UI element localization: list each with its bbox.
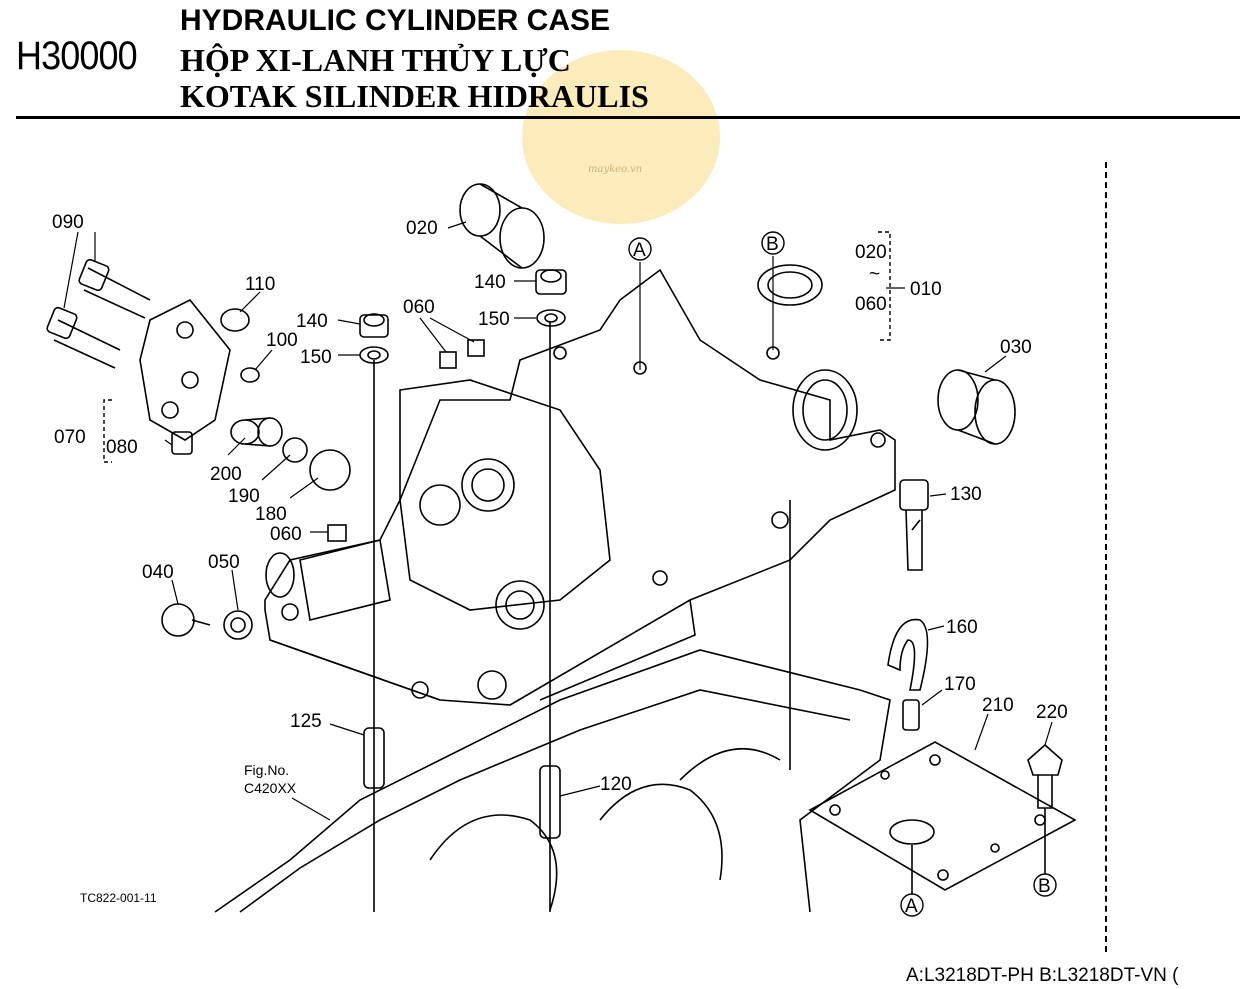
ref-mark-b: B (766, 234, 779, 255)
label-080: 080 (106, 437, 138, 458)
label-range-tilde: ~ (869, 264, 880, 285)
fig-ref-line2: C420XX (244, 780, 297, 796)
label-190: 190 (228, 486, 260, 507)
label-200: 200 (210, 464, 242, 485)
ref-mark-b2: B (1038, 876, 1051, 897)
fig-ref-line1: Fig.No. (244, 762, 289, 778)
title-vietnamese: HỘP XI-LANH THỦY LỰC (180, 42, 571, 78)
label-130: 130 (950, 484, 982, 505)
dashed-separator (1105, 162, 1107, 952)
label-150-left: 150 (300, 347, 332, 368)
label-220: 220 (1036, 702, 1068, 723)
title-indonesian: KOTAK SILINDER HIDRAULIS (180, 78, 649, 114)
part-group-code: H30000 (16, 34, 138, 78)
label-060-top: 060 (403, 297, 435, 318)
label-140-left: 140 (296, 311, 328, 332)
label-100: 100 (266, 330, 298, 351)
watermark-text: maykeo.vn (588, 164, 643, 175)
label-170: 170 (944, 674, 976, 695)
label-070: 070 (54, 427, 86, 448)
label-020: 020 (406, 218, 438, 239)
model-applicability-footer: A:L3218DT-PH B:L3218DT-VN ( (906, 965, 1179, 986)
label-160: 160 (946, 617, 978, 638)
label-010: 010 (910, 279, 942, 300)
label-180: 180 (255, 504, 287, 525)
ref-mark-a2-circle (900, 893, 924, 917)
header-rule (16, 116, 1240, 119)
label-range-060: 060 (855, 294, 887, 315)
label-050: 050 (208, 552, 240, 573)
label-150-right: 150 (478, 309, 510, 330)
ref-mark-b2-circle (1033, 873, 1057, 897)
label-125: 125 (290, 711, 322, 732)
label-120: 120 (600, 774, 632, 795)
label-090: 090 (52, 212, 84, 233)
drawing-code: TC822-001-11 (80, 891, 157, 905)
label-range-020: 020 (855, 242, 887, 263)
label-030: 030 (1000, 337, 1032, 358)
label-140-right: 140 (474, 272, 506, 293)
ref-mark-a-circle (628, 237, 652, 261)
label-040: 040 (142, 562, 174, 583)
watermark-logo (522, 50, 720, 224)
label-210: 210 (982, 695, 1014, 716)
label-060-left: 060 (270, 524, 302, 545)
ref-mark-b-circle (761, 231, 785, 255)
label-110: 110 (245, 274, 275, 295)
title-english: HYDRAULIC CYLINDER CASE (180, 4, 611, 37)
ref-mark-a2: A (905, 896, 918, 917)
ref-mark-a: A (633, 240, 646, 261)
